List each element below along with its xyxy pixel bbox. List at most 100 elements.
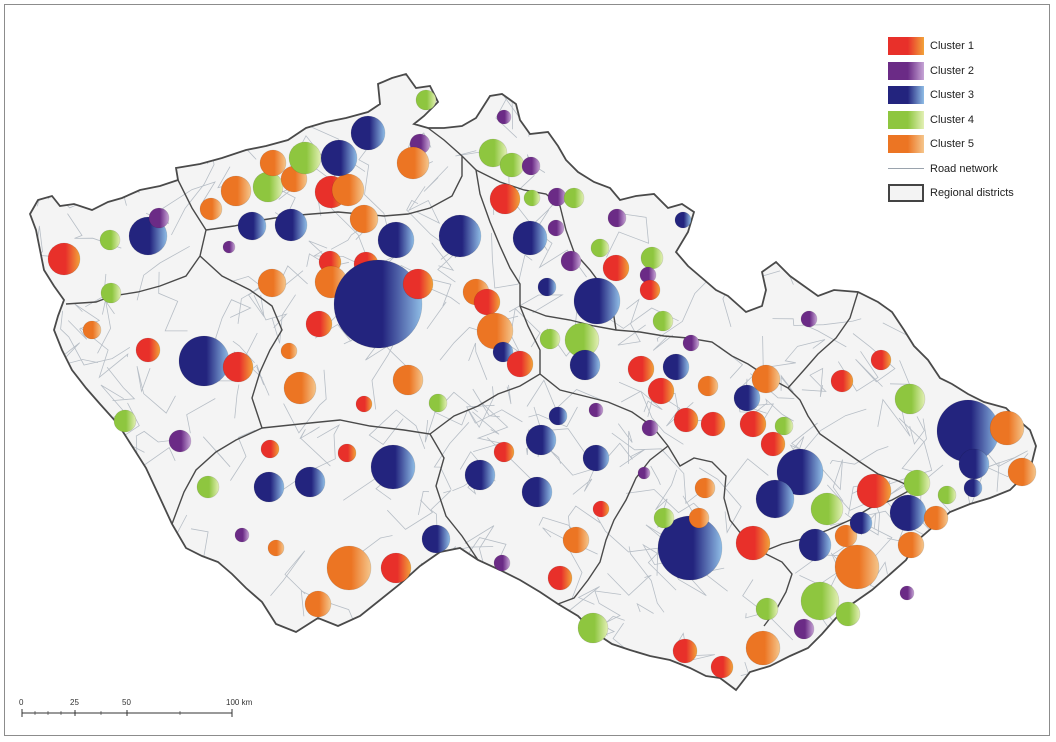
- cluster-1-marker: [260, 439, 280, 459]
- cluster-3-marker: [438, 214, 482, 258]
- cluster-2-marker: [547, 187, 567, 207]
- cluster-4-marker: [499, 152, 525, 178]
- legend-item-regional-districts: Regional districts: [888, 181, 1048, 206]
- road-segment: [995, 291, 1009, 330]
- cluster-3-marker: [320, 139, 358, 177]
- road-segment: [343, 475, 380, 501]
- cluster-3-marker: [525, 424, 557, 456]
- cluster-markers: [47, 89, 1037, 679]
- road-segment: [68, 523, 117, 571]
- cluster-4-marker: [800, 581, 840, 621]
- cluster-5-marker: [1007, 457, 1037, 487]
- cluster-1-marker: [673, 407, 699, 433]
- cluster-1-marker: [735, 525, 771, 561]
- road-segment: [767, 339, 826, 368]
- road-segment: [30, 491, 70, 567]
- cluster-5-marker: [751, 364, 781, 394]
- cluster-1-marker: [222, 351, 254, 383]
- road-segment: [1006, 216, 1036, 266]
- road-segment: [829, 446, 889, 465]
- cluster-4-marker: [415, 89, 437, 111]
- road-segment: [87, 139, 123, 182]
- road-segment: [368, 409, 426, 450]
- road-segment: [528, 607, 577, 690]
- road-segment: [938, 305, 970, 329]
- road-segment: [66, 617, 122, 654]
- scale-bar: 0 25 50 100 km: [19, 698, 253, 717]
- road-segment: [506, 384, 512, 405]
- road-segment: [786, 658, 808, 685]
- cluster-1-marker: [135, 337, 161, 363]
- cluster-4-marker: [563, 187, 585, 209]
- cluster-5-marker: [283, 371, 317, 405]
- road-segment: [973, 551, 1003, 570]
- road-segment: [203, 74, 253, 89]
- cluster-4-marker: [577, 612, 609, 644]
- road-segment: [767, 74, 805, 132]
- road-segment: [97, 299, 112, 354]
- road-segment: [30, 397, 63, 460]
- scale-tick-0: 0: [19, 698, 24, 707]
- cluster-3-marker: [521, 476, 553, 508]
- road-segment: [725, 458, 769, 487]
- cluster-1-marker: [337, 443, 357, 463]
- road-segment: [80, 327, 129, 379]
- cluster-3-marker: [512, 220, 548, 256]
- road-segment: [198, 633, 221, 690]
- cluster-2-marker: [168, 429, 192, 453]
- road-segment: [569, 551, 583, 600]
- cluster-4-swatch: [888, 110, 924, 129]
- road-segment: [418, 490, 430, 515]
- road-segment: [597, 517, 659, 576]
- road-segment: [945, 557, 986, 602]
- road-segment: [431, 242, 455, 271]
- road-segment: [341, 663, 400, 690]
- road-segment: [607, 573, 652, 596]
- road-segment: [491, 232, 533, 289]
- legend-item-road-network: Road network: [888, 157, 1048, 182]
- road-segment: [298, 661, 307, 690]
- cluster-3-marker: [350, 115, 386, 151]
- road-segment: [827, 74, 867, 119]
- cluster-5-marker: [257, 268, 287, 298]
- cluster-4-marker: [590, 238, 610, 258]
- road-segment: [650, 147, 696, 175]
- road-segment: [618, 381, 663, 413]
- road-segment: [837, 656, 865, 676]
- district-border: [539, 373, 793, 627]
- road-segment: [186, 398, 216, 434]
- road-segment: [82, 483, 144, 509]
- cluster-4-marker: [903, 469, 931, 497]
- road-segment: [136, 545, 170, 603]
- road-segment: [466, 386, 495, 429]
- cluster-4-label: Cluster 4: [930, 113, 975, 126]
- road-segment: [30, 416, 51, 451]
- cluster-1-marker: [402, 268, 434, 300]
- legend-item-cluster-5: Cluster 5: [888, 132, 1048, 157]
- cluster-4-marker: [428, 393, 448, 413]
- road-segment: [150, 608, 208, 635]
- cluster-3-marker: [662, 353, 690, 381]
- cluster-2-marker: [607, 208, 627, 228]
- road-segment: [136, 245, 190, 301]
- cluster-4-marker: [755, 597, 779, 621]
- cluster-5-marker: [834, 524, 858, 548]
- cluster-4-marker: [774, 416, 794, 436]
- cluster-3-swatch: [888, 86, 924, 105]
- road-segment: [936, 288, 944, 327]
- cluster-4-marker: [523, 189, 541, 207]
- legend-item-cluster-4: Cluster 4: [888, 108, 1048, 133]
- road-segment: [63, 578, 83, 617]
- road-segment: [362, 535, 393, 552]
- road-segment: [698, 467, 742, 534]
- district-border: [171, 255, 283, 525]
- road-segment: [801, 367, 827, 397]
- road-segment: [430, 490, 452, 537]
- road-segment: [490, 605, 515, 662]
- cluster-5-marker: [989, 410, 1025, 446]
- cluster-1-marker: [473, 288, 501, 316]
- cluster-1-marker: [627, 355, 655, 383]
- road-segment: [946, 286, 961, 317]
- cluster-1-label: Cluster 1: [930, 40, 975, 53]
- cluster-5-marker: [897, 531, 925, 559]
